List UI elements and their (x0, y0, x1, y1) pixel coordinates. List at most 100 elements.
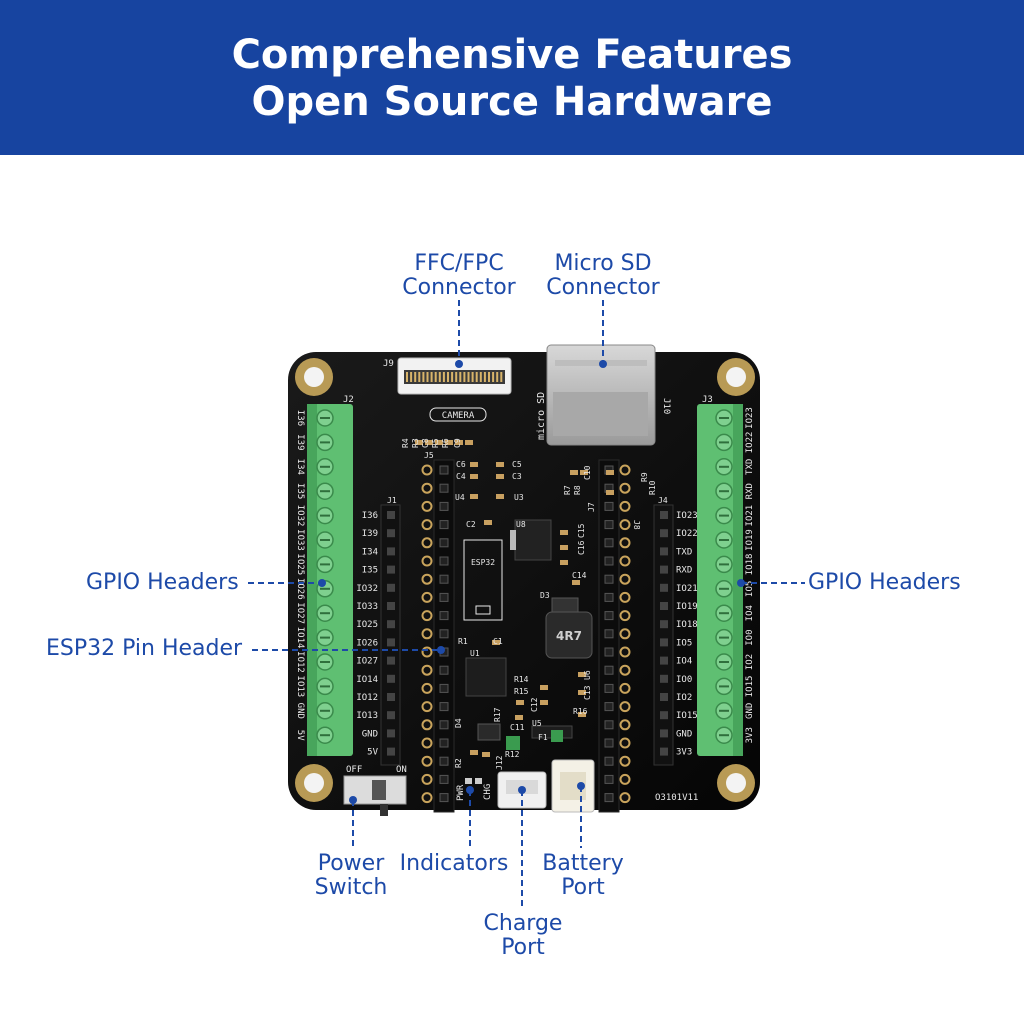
label-off: OFF (346, 765, 362, 775)
component-label-c8: C8 (421, 438, 430, 448)
mounting-holes (295, 358, 755, 802)
component-label-c2: C2 (466, 520, 476, 529)
component-label-r9: R9 (640, 472, 649, 482)
label-j8: J8 (632, 520, 641, 530)
header-pin-label: IO18 (676, 620, 698, 630)
callout-charge-line-1: Charge (483, 911, 563, 936)
component-label-r14: R14 (514, 675, 529, 684)
pcb-board (288, 352, 760, 810)
header-pin-label: GND (362, 729, 378, 739)
battery-port (551, 759, 595, 813)
header-pin-label: I36 (362, 511, 378, 521)
terminal-pin-label: RXD (745, 483, 755, 499)
callout-battery-line-2: Port (561, 875, 605, 900)
component-label-c10: C10 (583, 465, 592, 480)
terminal-pin-label: I34 (295, 459, 305, 475)
callout-gpio-right: GPIO Headers (808, 570, 961, 595)
terminal-pin-label: IO33 (295, 529, 305, 551)
component-label-r2: R2 (454, 758, 463, 768)
callout-ffc-line-1: FFC/FPC (414, 251, 504, 276)
callout-power-line-1: Power (317, 851, 385, 876)
component-label-c15: C15 (577, 523, 586, 538)
callout-indicators: Indicators (399, 851, 509, 876)
header-pin-label: IO0 (676, 675, 692, 685)
label-inductor: 4R7 (556, 629, 582, 643)
component-label-r1: R1 (458, 637, 468, 646)
component-label-u8: U8 (516, 520, 526, 529)
terminal-pin-label: I35 (295, 483, 305, 499)
label-version: O3101V11 (655, 793, 698, 803)
component-label-u1: U1 (470, 649, 480, 658)
header-pin-label: IO13 (356, 711, 378, 721)
component-label-c14: C14 (572, 571, 587, 580)
callout-battery-line-1: Battery (542, 851, 624, 876)
header-pin-label: IO27 (356, 657, 378, 667)
terminal-pin-label: I36 (295, 410, 305, 426)
header-pin-label: IO23 (676, 511, 698, 521)
header-pin-label: I39 (362, 529, 378, 539)
leader-dots (318, 360, 745, 804)
terminal-pin-label: IO18 (745, 554, 755, 576)
callout-ffc-connector: FFC/FPC Connector (399, 252, 519, 300)
callout-microsd-connector: Micro SD Connector (540, 252, 666, 300)
component-label-c12: C12 (530, 697, 539, 712)
header-pin-label: IO12 (356, 693, 378, 703)
component-label-r5: R5 (431, 438, 440, 448)
component-label-u3: U3 (514, 493, 524, 502)
header-pin-label: IO2 (676, 693, 692, 703)
components: ESP32 4R7 (415, 440, 614, 784)
component-label-r10: R10 (648, 480, 657, 495)
terminal-pin-label: IO2 (745, 654, 755, 670)
component-label-r8: R8 (573, 485, 582, 495)
header-banner (0, 0, 1024, 155)
terminal-pin-label: IO32 (295, 505, 305, 527)
component-label-r3: R3 (411, 438, 420, 448)
header-pin-label: IO4 (676, 657, 692, 667)
terminal-pin-label: IO15 (745, 676, 755, 698)
header-pin-label: 3V3 (676, 748, 692, 758)
component-label-c13: C13 (583, 685, 592, 700)
label-j2: J2 (343, 395, 354, 405)
header-pin-label: IO26 (356, 638, 378, 648)
terminal-pin-label: IO19 (745, 529, 755, 551)
terminal-pin-label: IO23 (745, 407, 755, 429)
terminal-pin-label: IO14 (295, 627, 305, 649)
component-label-r15: R15 (514, 687, 529, 696)
power-switch (343, 775, 407, 816)
terminal-pin-label: IO22 (745, 432, 755, 454)
terminal-pin-label: 5V (295, 730, 305, 741)
terminal-pin-label: IO26 (295, 578, 305, 600)
terminal-pin-label: GND (295, 703, 305, 719)
j4-header (653, 504, 674, 766)
component-label-r17: R17 (493, 707, 502, 722)
callout-ffc-line-2: Connector (402, 275, 516, 300)
label-pwr: PWR (456, 784, 466, 801)
terminal-pin-label: IO25 (295, 554, 305, 576)
leader-lines (248, 300, 805, 908)
header-pin-label: 5V (367, 748, 378, 758)
header-pin-label: IO14 (356, 675, 378, 685)
component-label-u5: U5 (532, 719, 542, 728)
component-label-d4: D4 (454, 718, 463, 728)
terminal-pin-label: IO5 (745, 581, 755, 597)
callout-gpio-left: GPIO Headers (86, 570, 239, 595)
header-pin-label: IO21 (676, 584, 698, 594)
header-pin-label: IO5 (676, 638, 692, 648)
right-terminal-block (697, 404, 743, 756)
label-on: ON (396, 765, 407, 775)
label-camera: CAMERA (442, 411, 475, 421)
terminal-pin-label: GND (745, 703, 755, 719)
terminal-pin-label: IO0 (745, 629, 755, 645)
component-label-c1: C1 (493, 637, 503, 646)
header-pin-label: TXD (676, 547, 692, 557)
microsd-slot (546, 344, 656, 446)
terminal-pin-label: IO21 (745, 505, 755, 527)
callout-sd-line-2: Connector (546, 275, 660, 300)
component-label-u4: U4 (455, 493, 465, 502)
label-esp32-silk: ESP32 (471, 558, 495, 567)
header-pin-label: GND (676, 729, 692, 739)
header-pin-label: IO22 (676, 529, 698, 539)
component-label-c6: C6 (456, 460, 466, 469)
component-label-f1: F1 (538, 733, 548, 742)
